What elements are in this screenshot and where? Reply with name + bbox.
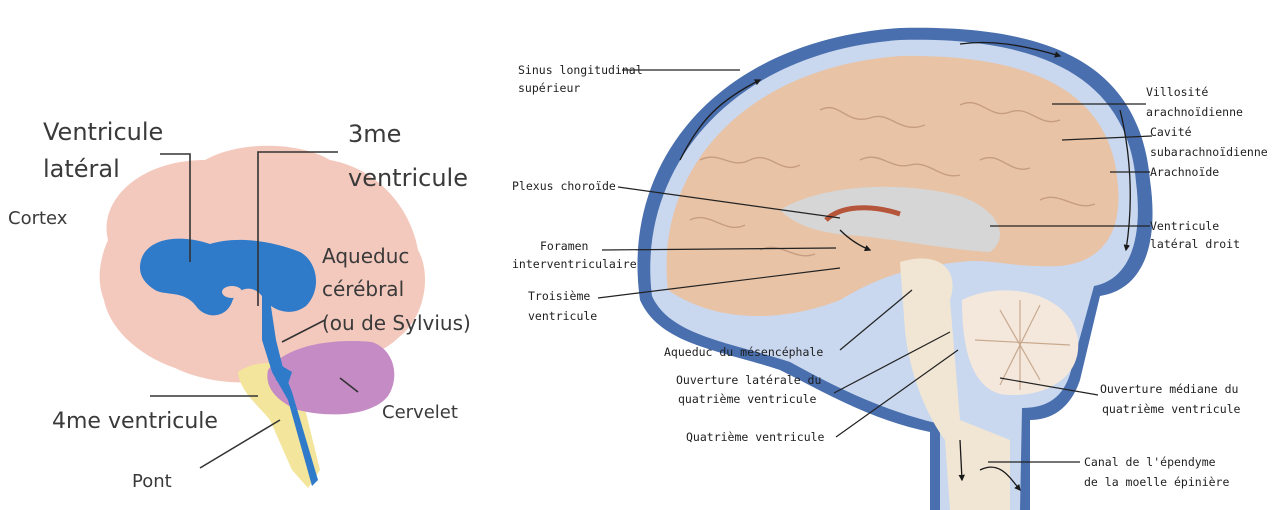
label-plexus: Plexus choroïde (512, 179, 616, 193)
label-troisieme-1: Troisième (528, 289, 590, 303)
label-villosite-1: Villosité (1146, 85, 1208, 99)
label-canal-1: Canal de l'épendyme (1084, 455, 1216, 469)
label-aqueduc-2: cérébral (322, 277, 404, 301)
label-quatrieme: Quatrième ventricule (686, 430, 825, 444)
label-ventricule-lateral-2: latéral (43, 155, 120, 183)
label-cervelet: Cervelet (382, 402, 458, 423)
label-ouverture-laterale-2: quatrième ventricule (678, 392, 817, 406)
label-ouverture-laterale-1: Ouverture latérale du (676, 373, 821, 387)
label-canal-2: de la moelle épinière (1084, 475, 1229, 489)
label-cortex: Cortex (8, 208, 68, 229)
label-ventricule-droit-2: latéral droit (1150, 237, 1240, 251)
label-troisieme-2: ventricule (528, 309, 597, 323)
label-ouverture-mediane-2: quatrième ventricule (1102, 402, 1241, 416)
label-cavite-2: subarachnoïdienne (1150, 145, 1268, 159)
label-aqueduc-1: Aqueduc (322, 244, 409, 268)
label-villosite-2: arachnoïdienne (1146, 105, 1243, 119)
label-3me-ventricule-1: 3me (348, 120, 401, 148)
label-sinus-2: supérieur (518, 81, 580, 95)
label-sinus-1: Sinus longitudinal (518, 63, 643, 77)
label-ventricule-droit-1: Ventricule (1150, 219, 1219, 233)
label-pont: Pont (132, 471, 172, 492)
label-foramen-2: interventriculaire (512, 257, 637, 271)
label-ouverture-mediane-1: Ouverture médiane du (1100, 382, 1238, 396)
label-ventricule-lateral-1: Ventricule (43, 118, 163, 146)
label-arachnoide: Arachnoïde (1150, 165, 1219, 179)
label-foramen-1: Foramen (540, 239, 588, 253)
label-3me-ventricule-2: ventricule (348, 164, 468, 192)
label-aqueduc-3: (ou de Sylvius) (322, 311, 471, 335)
label-cavite-1: Cavité (1150, 125, 1192, 139)
label-aqueduc-mesencephale: Aqueduc du mésencéphale (664, 345, 823, 359)
label-4me-ventricule: 4me ventricule (52, 409, 218, 434)
